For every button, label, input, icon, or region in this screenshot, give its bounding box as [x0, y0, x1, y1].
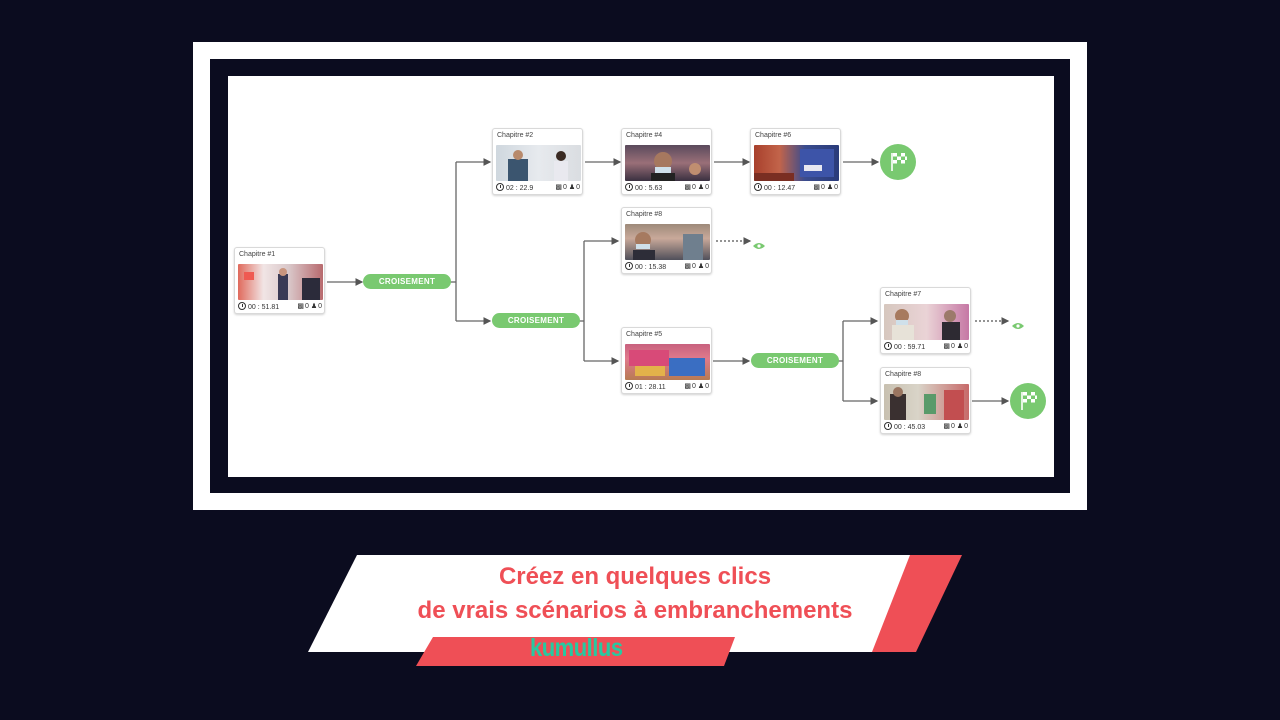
chapter-duration: 00 : 12.47 [764, 185, 796, 192]
chapter-meta: 00 : 12.47 ▩0 ♟0 [754, 183, 839, 193]
clock-icon [884, 422, 892, 430]
chapter-thumbnail [754, 145, 839, 181]
chapter-title: Chapitre #8 [885, 371, 922, 378]
chapter-count-b: 0 [318, 303, 322, 310]
chapter-meta: 00 : 5.63 ▩0 ♟0 [625, 183, 710, 193]
clock-icon [754, 183, 762, 191]
puzzle-icon: ▩ [684, 184, 691, 191]
chapter-count-a: 0 [562, 184, 567, 191]
person-icon: ♟ [310, 303, 318, 310]
clock-icon [884, 342, 892, 350]
chapter-card-1[interactable]: Chapitre #1 00 : 51.81 ▩0 ♟0 [234, 247, 325, 314]
person-icon: ♟ [956, 343, 964, 350]
chapter-count-b: 0 [964, 423, 968, 430]
person-icon: ♟ [697, 263, 705, 270]
clock-icon [496, 183, 504, 191]
chapter-card-5[interactable]: Chapitre #5 01 : 28.11 ▩0 ♟0 [621, 327, 712, 394]
puzzle-icon: ▩ [684, 383, 691, 390]
puzzle-icon: ▩ [943, 423, 950, 430]
chapter-meta: 00 : 51.81 ▩0 ♟0 [238, 302, 323, 312]
chapter-duration: 02 : 22.9 [506, 185, 534, 192]
puzzle-icon: ▩ [943, 343, 950, 350]
crossing-node-2[interactable]: CROISEMENT [492, 313, 580, 328]
chapter-title: Chapitre #5 [626, 331, 663, 338]
chapter-count-a: 0 [820, 184, 825, 191]
chapter-card-6[interactable]: Chapitre #6 00 : 12.47 ▩0 ♟0 [750, 128, 841, 195]
chapter-meta: 00 : 45.03 ▩0 ♟0 [884, 422, 969, 432]
puzzle-icon: ▩ [297, 303, 304, 310]
chapter-card-7[interactable]: Chapitre #7 00 : 59.71 ▩0 ♟0 [880, 287, 971, 354]
chapter-title: Chapitre #2 [497, 132, 534, 139]
chapter-thumbnail [625, 344, 710, 380]
headline-line-1: Créez en quelques clics [498, 563, 772, 590]
chapter-count-b: 0 [834, 184, 838, 191]
chapter-title: Chapitre #6 [755, 132, 792, 139]
puzzle-icon: ▩ [813, 184, 820, 191]
person-icon: ♟ [697, 184, 705, 191]
brand-logo: kumullus [530, 633, 623, 662]
chapter-thumbnail [496, 145, 581, 181]
clock-icon [625, 262, 633, 270]
chapter-title: Chapitre #8 [626, 211, 663, 218]
chapter-count-a: 0 [304, 303, 309, 310]
person-icon: ♟ [697, 383, 705, 390]
chapter-count-a: 0 [691, 263, 696, 270]
chapter-thumbnail [238, 264, 323, 300]
chapter-duration: 00 : 15.38 [635, 264, 667, 271]
chapter-duration: 00 : 51.81 [248, 304, 280, 311]
chapter-thumbnail [625, 224, 710, 260]
chapter-thumbnail [625, 145, 710, 181]
chapter-count-a: 0 [950, 423, 955, 430]
puzzle-icon: ▩ [555, 184, 562, 191]
chapter-thumbnail [884, 384, 969, 420]
chapter-thumbnail [884, 304, 969, 340]
person-icon: ♟ [826, 184, 834, 191]
clock-icon [625, 382, 633, 390]
chapter-card-4[interactable]: Chapitre #4 00 : 5.63 ▩0 ♟0 [621, 128, 712, 195]
chapter-count-a: 0 [691, 383, 696, 390]
chapter-meta: 00 : 15.38 ▩0 ♟0 [625, 262, 710, 272]
person-icon: ♟ [568, 184, 576, 191]
chapter-count-b: 0 [705, 263, 709, 270]
chapter-count-a: 0 [691, 184, 696, 191]
eye-icon[interactable] [753, 237, 765, 249]
headline-line-2: de vrais scénarios à embranchements [417, 597, 853, 624]
clock-icon [625, 183, 633, 191]
chapter-title: Chapitre #1 [239, 251, 276, 258]
clock-icon [238, 302, 246, 310]
chapter-card-2[interactable]: Chapitre #2 02 : 22.9 ▩0 ♟0 [492, 128, 583, 195]
chapter-card-8b[interactable]: Chapitre #8 00 : 45.03 ▩0 ♟0 [880, 367, 971, 434]
chapter-meta: 02 : 22.9 ▩0 ♟0 [496, 183, 581, 193]
finish-flag-icon[interactable] [1010, 383, 1046, 419]
chapter-duration: 00 : 59.71 [894, 344, 926, 351]
person-icon: ♟ [956, 423, 964, 430]
chapter-meta: 00 : 59.71 ▩0 ♟0 [884, 342, 969, 352]
eye-icon[interactable] [1012, 317, 1024, 329]
chapter-title: Chapitre #7 [885, 291, 922, 298]
crossing-node-3[interactable]: CROISEMENT [751, 353, 839, 368]
chapter-count-b: 0 [964, 343, 968, 350]
chapter-count-b: 0 [576, 184, 580, 191]
crossing-node-1[interactable]: CROISEMENT [363, 274, 451, 289]
chapter-duration: 00 : 45.03 [894, 424, 926, 431]
finish-flag-icon[interactable] [880, 144, 916, 180]
chapter-duration: 00 : 5.63 [635, 185, 663, 192]
chapter-title: Chapitre #4 [626, 132, 663, 139]
chapter-duration: 01 : 28.11 [635, 384, 666, 391]
puzzle-icon: ▩ [684, 263, 691, 270]
chapter-count-a: 0 [950, 343, 955, 350]
chapter-meta: 01 : 28.11 ▩0 ♟0 [625, 382, 710, 392]
chapter-card-8a[interactable]: Chapitre #8 00 : 15.38 ▩0 ♟0 [621, 207, 712, 274]
chapter-count-b: 0 [705, 383, 709, 390]
chapter-count-b: 0 [705, 184, 709, 191]
